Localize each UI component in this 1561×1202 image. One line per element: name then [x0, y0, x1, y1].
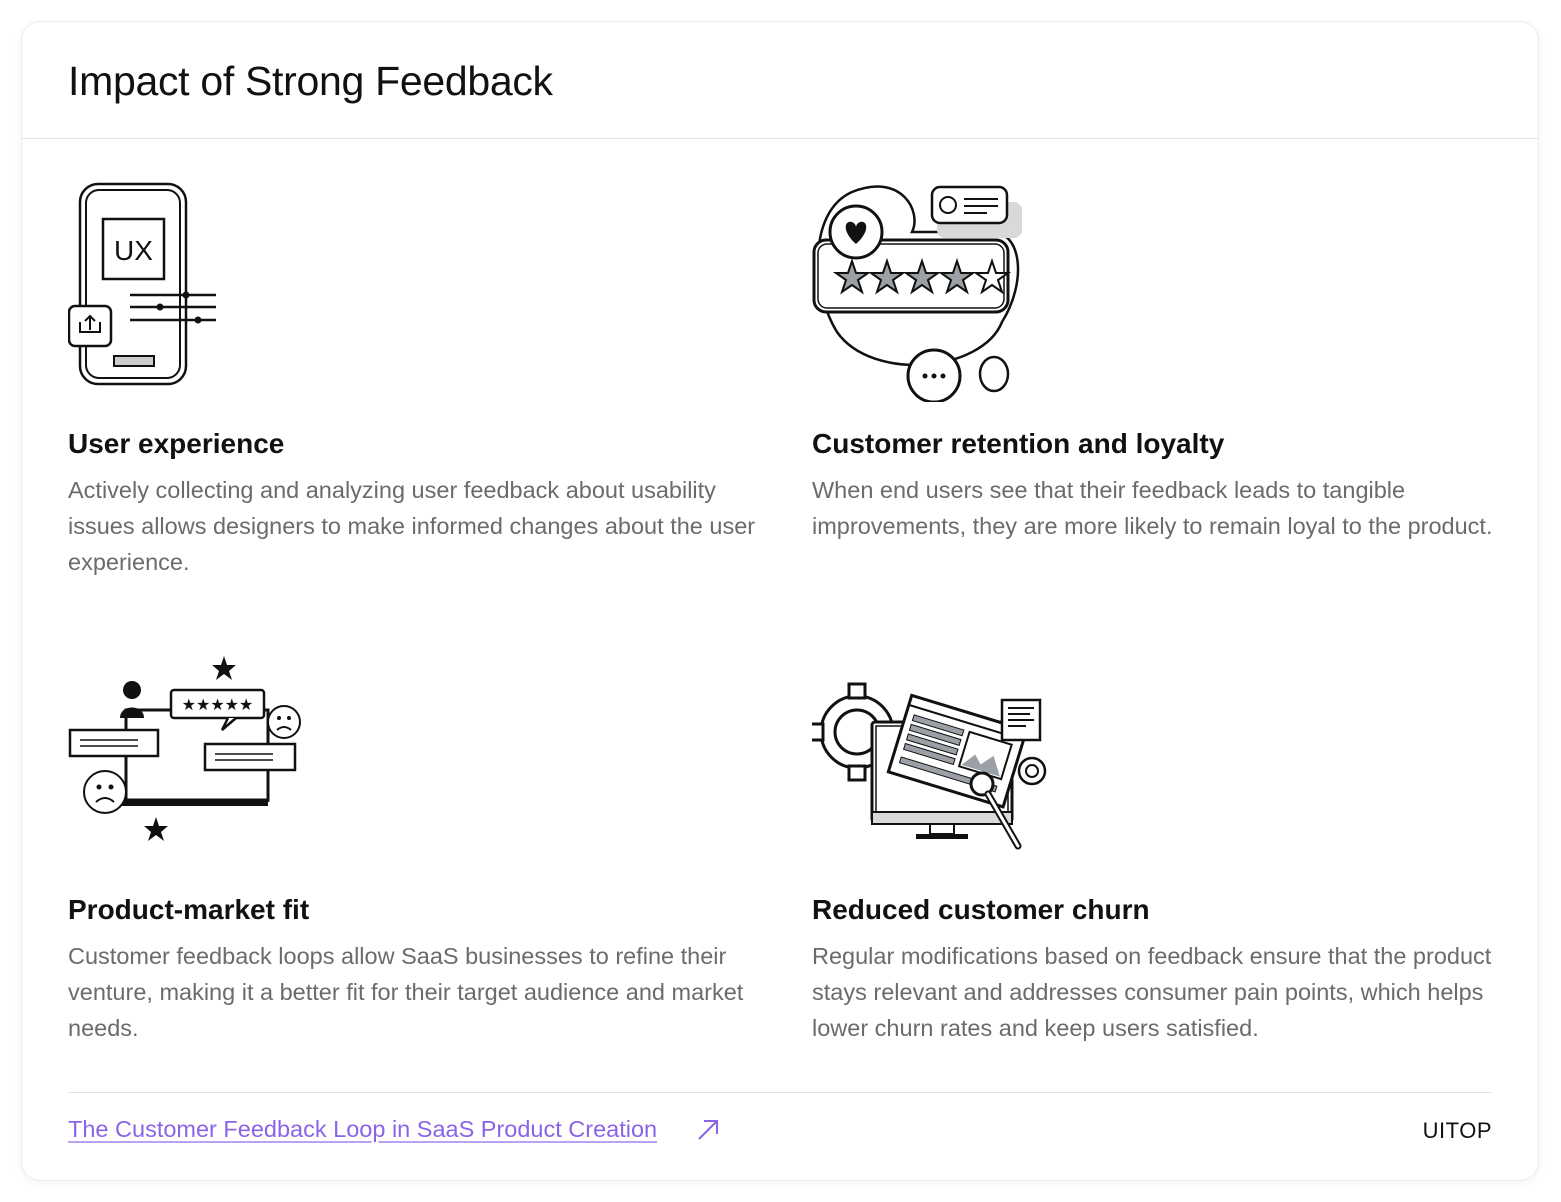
item-heading: Customer retention and loyalty [812, 428, 1225, 459]
item-description: Customer feedback loops allow SaaS busin… [68, 943, 744, 1041]
item-description: When end users see that their feedback l… [812, 477, 1493, 539]
item-customer-retention: Customer retention and loyalty When end … [812, 172, 1493, 582]
item-description: Actively collecting and analyzing user f… [68, 477, 756, 575]
item-description: Regular modifications based on feedback … [812, 943, 1492, 1041]
item-heading: Product-market fit [68, 894, 310, 925]
rating-stars: ★★★★★ [182, 695, 254, 714]
brand-logo: UITOP [1422, 1118, 1492, 1143]
gear-monitor-illustration [812, 682, 1047, 850]
footer-divider [68, 1092, 1492, 1093]
arrow-up-right-icon[interactable] [696, 1118, 720, 1142]
item-reduced-churn: Reduced customer churn Regular modificat… [812, 682, 1492, 1052]
feedback-card: Impact of Strong Feedback UX User experi… [22, 22, 1538, 1180]
source-article-link[interactable]: The Customer Feedback Loop in SaaS Produ… [68, 1116, 658, 1142]
ux-badge: UX [114, 235, 153, 266]
card-header: Impact of Strong Feedback [22, 22, 1538, 139]
item-product-market-fit: ★★★★★ Product-market fit Customer feedba… [68, 652, 748, 1052]
laptop-reviews-illustration: ★★★★★ [68, 656, 301, 841]
item-user-experience: UX User experience Actively collecting a… [68, 182, 755, 582]
item-heading: Reduced customer churn [812, 894, 1150, 925]
rating-stars-illustration [812, 185, 1022, 402]
page-title: Impact of Strong Feedback [68, 58, 553, 104]
ux-phone-illustration: UX [68, 182, 216, 386]
item-heading: User experience [68, 428, 285, 459]
